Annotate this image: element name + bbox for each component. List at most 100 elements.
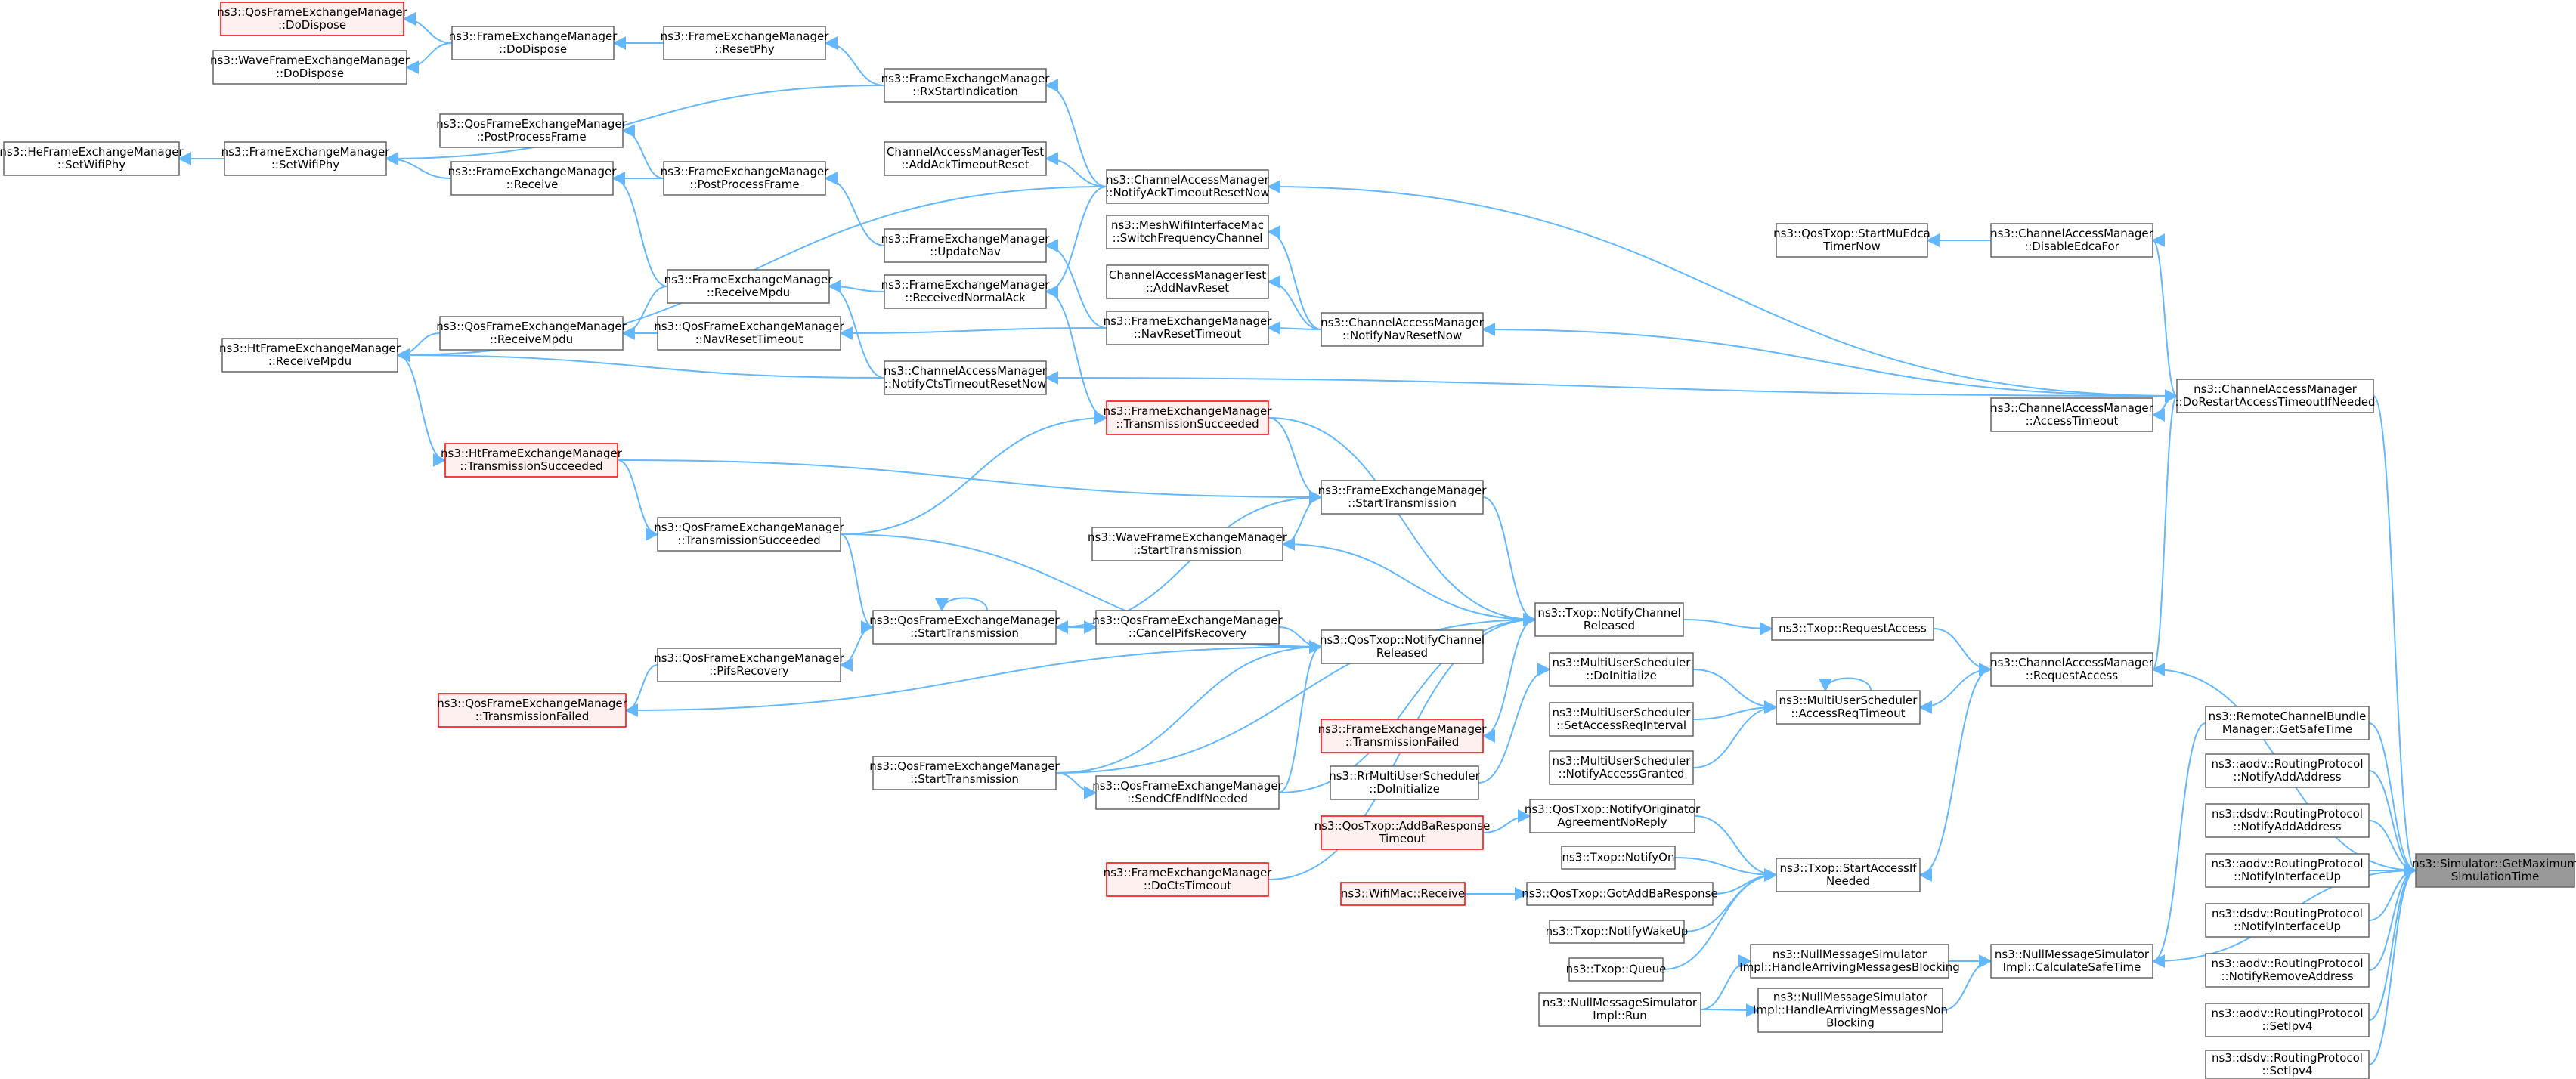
node-box (1106, 862, 1269, 897)
edge-fem-receive-to-fem-receivempdu (611, 172, 668, 287)
node-rr-doinit[interactable]: ns3::RrMultiUserScheduler::DoInitialize (1329, 765, 1481, 800)
node-mesh-switch[interactable]: ns3::MeshWifiInterfaceMac::SwitchFrequen… (1106, 215, 1269, 249)
node-fem-navreset[interactable]: ns3::FrameExchangeManager::NavResetTimeo… (1104, 311, 1273, 345)
node-qostxop-gotaddba[interactable]: ns3::QosTxop::GotAddBaResponse (1522, 882, 1718, 906)
node-fem-updatenav[interactable]: ns3::FrameExchangeManager::UpdateNav (881, 228, 1051, 263)
node-mus-accessreq[interactable]: ns3::MultiUserScheduler::AccessReqTimeou… (1776, 690, 1921, 725)
node-qos-txfailed[interactable]: ns3::QosFrameExchangeManager::Transmissi… (437, 693, 628, 728)
node-label-line: ::AccessReqTimeout (1791, 706, 1905, 720)
edge-txop-startaccess-to-qostxop-notifyorig (1694, 815, 1778, 882)
node-qos-postprocess[interactable]: ns3::QosFrameExchangeManager::PostProces… (436, 113, 627, 148)
node-label-line: ns3::FrameExchangeManager (1104, 404, 1273, 418)
edge-mus-accessreq-to-mus-doinit (1692, 669, 1778, 714)
node-qos-dodispose[interactable]: ns3::QosFrameExchangeManager::DoDispose (217, 2, 408, 36)
node-nms-handleblocking[interactable]: ns3::NullMessageSimulatorImpl::HandleArr… (1739, 944, 1960, 979)
node-fem-rxstart[interactable]: ns3::FrameExchangeManager::RxStartIndica… (881, 68, 1051, 103)
node-qos-receivempdu[interactable]: ns3::QosFrameExchangeManager::ReceiveMpd… (436, 316, 627, 351)
node-nms-calcsafe[interactable]: ns3::NullMessageSimulatorImpl::Calculate… (1990, 944, 2153, 979)
edge-nms-calcsafe-to-remote-getsafe (2151, 722, 2206, 968)
node-mus-doinit[interactable]: ns3::MultiUserScheduler::DoInitialize (1549, 652, 1694, 687)
node-qos-txsucc[interactable]: ns3::QosFrameExchangeManager::Transmissi… (654, 517, 845, 552)
node-box (1106, 169, 1269, 204)
node-fem-receivempdu[interactable]: ns3::FrameExchangeManager::ReceiveMpdu (664, 269, 834, 304)
node-dsdv-setipv4[interactable]: ns3::dsdv::RoutingProtocol::SetIpv4 (2205, 1050, 2370, 1079)
node-cam-notifycts[interactable]: ns3::ChannelAccessManager::NotifyCtsTime… (884, 360, 1048, 395)
node-box (657, 316, 841, 351)
node-fem-starttx[interactable]: ns3::FrameExchangeManager::StartTransmis… (1318, 480, 1488, 515)
node-cam-accesstimeout[interactable]: ns3::ChannelAccessManager::AccessTimeout (1990, 397, 2154, 432)
node-qostxop-notifyorig[interactable]: ns3::QosTxop::NotifyOriginatorAgreementN… (1525, 799, 1701, 833)
node-ht-txsucc[interactable]: ns3::HtFrameExchangeManager::Transmissio… (441, 443, 623, 478)
node-label-line: ::ReceiveMpdu (707, 286, 790, 299)
node-cam-notifyack[interactable]: ns3::ChannelAccessManager::NotifyAckTime… (1105, 169, 1270, 204)
node-box (1106, 215, 1269, 249)
node-remote-getsafe[interactable]: ns3::RemoteChannelBundleManager::GetSafe… (2205, 706, 2370, 740)
node-label-line: ns3::QosTxop::NotifyChannel (1320, 633, 1485, 647)
node-box (1549, 652, 1694, 687)
node-aodv-removeaddr[interactable]: ns3::aodv::RoutingProtocol::NotifyRemove… (2205, 953, 2370, 988)
node-fem-receive[interactable]: ns3::FrameExchangeManager::Receive (448, 161, 618, 196)
edge-fem-resetphy-to-fem-rxstart (824, 36, 885, 86)
node-cam-reqaccess[interactable]: ns3::ChannelAccessManager::RequestAccess (1990, 652, 2154, 687)
node-camtest-addack[interactable]: ChannelAccessManagerTest::AddAckTimeoutR… (884, 141, 1047, 176)
node-fem-txfailed[interactable]: ns3::FrameExchangeManager::TransmissionF… (1318, 719, 1488, 753)
node-txop-queue[interactable]: ns3::Txop::Queue (1566, 957, 1667, 982)
node-wifimac-receive[interactable]: ns3::WifiMac::Receive (1340, 882, 1466, 906)
node-label-line: ::TransmissionSucceeded (677, 533, 820, 547)
edge-fem-recvnormalack-to-cam-notifyack (1045, 186, 1107, 298)
node-cam-notifynav[interactable]: ns3::ChannelAccessManager::NotifyNavRese… (1321, 312, 1485, 347)
node-wave-dodispose[interactable]: ns3::WaveFrameExchangeManager::DoDispose (210, 50, 410, 85)
node-aodv-ifup[interactable]: ns3::aodv::RoutingProtocol::NotifyInterf… (2205, 853, 2370, 888)
node-fem-docts[interactable]: ns3::FrameExchangeManager::DoCtsTimeout (1104, 862, 1273, 897)
node-txop-reqaccess[interactable]: ns3::Txop::RequestAccess (1771, 617, 1934, 641)
node-label-line: ns3::FrameExchangeManager (221, 145, 391, 159)
node-label-line: TimerNow (1822, 240, 1881, 253)
node-mus-notifygranted[interactable]: ns3::MultiUserScheduler::NotifyAccessGra… (1549, 750, 1694, 785)
node-he-setwifiphy[interactable]: ns3::HeFrameExchangeManager::SetWifiPhy (0, 141, 184, 176)
node-ht-receivempdu[interactable]: ns3::HtFrameExchangeManager::ReceiveMpdu (219, 338, 401, 373)
node-qos-pifs[interactable]: ns3::QosFrameExchangeManager::PifsRecove… (654, 648, 845, 682)
edge-qostxop-notifychan-to-qos-cancelpifs (1278, 626, 1323, 654)
node-box (667, 269, 830, 304)
node-label-line: ns3::Txop::Queue (1566, 963, 1667, 976)
node-label-line: ns3::FrameExchangeManager (448, 165, 618, 178)
edge-camtest-addnav-to-cam-notifynav (1267, 275, 1322, 330)
edge-qos-starttx-to-qos-starttx (935, 597, 988, 612)
node-box (450, 161, 614, 196)
node-cam-dorestart[interactable]: ns3::ChannelAccessManager::DoRestartAcce… (2175, 379, 2376, 413)
node-fem-setwifiphy[interactable]: ns3::FrameExchangeManager::SetWifiPhy (221, 141, 391, 176)
node-camtest-addnav[interactable]: ChannelAccessManagerTest::AddNavReset (1106, 264, 1269, 299)
node-qos-navreset[interactable]: ns3::QosFrameExchangeManager::NavResetTi… (654, 316, 845, 351)
node-dsdv-ifup[interactable]: ns3::dsdv::RoutingProtocol::NotifyInterf… (2205, 903, 2370, 938)
node-cam-disableedca[interactable]: ns3::ChannelAccessManager::DisableEdcaFo… (1990, 223, 2154, 258)
node-qos-cancelpifs[interactable]: ns3::QosFrameExchangeManager::CancelPifs… (1092, 610, 1283, 645)
node-aodv-setipv4[interactable]: ns3::aodv::RoutingProtocol::SetIpv4 (2205, 1003, 2370, 1037)
node-fem-dodispose[interactable]: ns3::FrameExchangeManager::DoDispose (449, 26, 618, 60)
node-label-line: ::SetAccessReqInterval (1556, 719, 1686, 732)
node-aodv-addaddr[interactable]: ns3::aodv::RoutingProtocol::NotifyAddAdd… (2205, 753, 2370, 788)
node-box (1330, 765, 1479, 800)
node-label-line: ::StartTransmission (1133, 543, 1242, 557)
edge-txop-notifychan-to-qos-sendcfend (1278, 613, 1537, 793)
node-qos-starttx[interactable]: ns3::QosFrameExchangeManager::StartTrans… (869, 610, 1060, 645)
node-txop-notifywake[interactable]: ns3::Txop::NotifyWakeUp (1546, 920, 1689, 944)
node-fem-recvnormalack[interactable]: ns3::FrameExchangeManager::ReceivedNorma… (881, 274, 1051, 309)
node-qos-starttx2[interactable]: ns3::QosFrameExchangeManager::StartTrans… (869, 756, 1060, 790)
node-dsdv-addaddr[interactable]: ns3::dsdv::RoutingProtocol::NotifyAddAdd… (2205, 803, 2370, 838)
edge-mus-doinit-to-rr-doinit (1478, 663, 1551, 784)
node-mus-setaccess[interactable]: ns3::MultiUserScheduler::SetAccessReqInt… (1549, 702, 1694, 737)
node-nms-handlenonblocking[interactable]: ns3::NullMessageSimulatorImpl::HandleArr… (1753, 988, 1948, 1033)
node-fem-txsucc[interactable]: ns3::FrameExchangeManager::TransmissionS… (1104, 400, 1273, 435)
node-qos-sendcfend[interactable]: ns3::QosFrameExchangeManager::SendCfEndI… (1092, 775, 1283, 810)
node-fem-postprocess[interactable]: ns3::FrameExchangeManager::PostProcessFr… (661, 161, 830, 196)
node-txop-notifyon[interactable]: ns3::Txop::NotifyOn (1561, 846, 1676, 870)
node-fem-resetphy[interactable]: ns3::FrameExchangeManager::ResetPhy (661, 26, 830, 60)
node-wave-starttx[interactable]: ns3::WaveFrameExchangeManager::StartTran… (1088, 527, 1288, 561)
